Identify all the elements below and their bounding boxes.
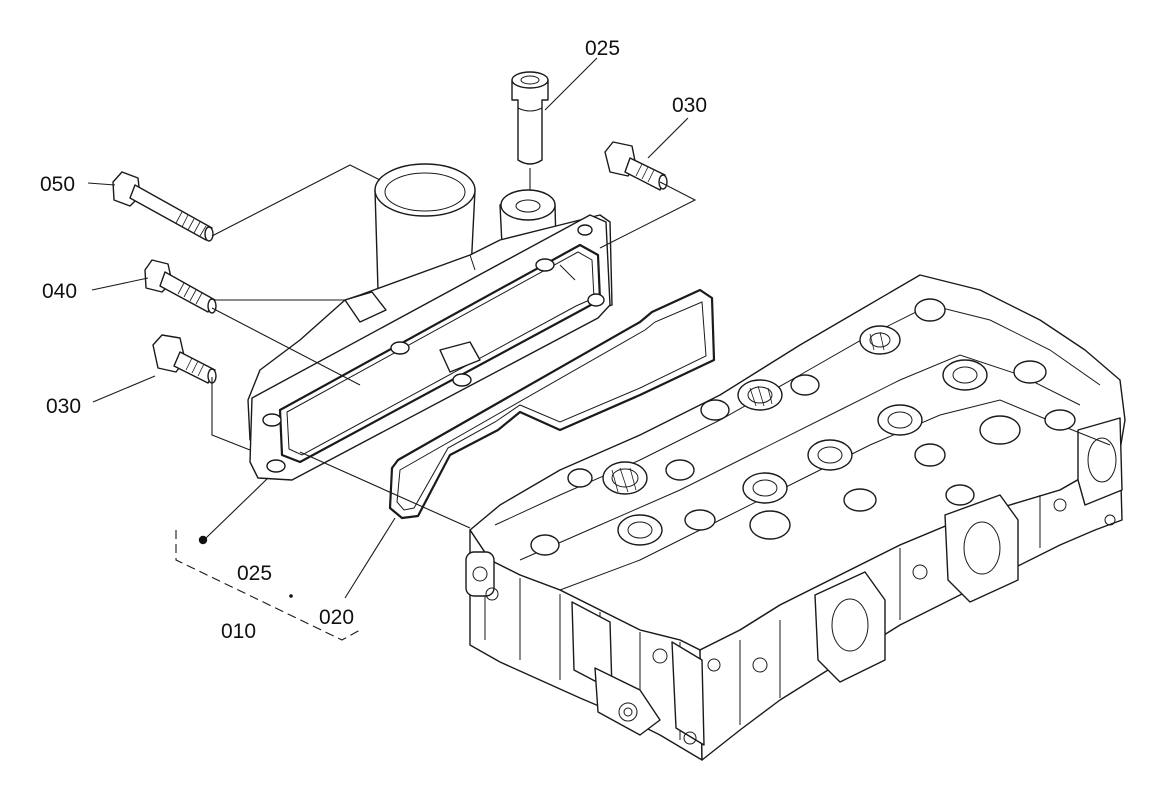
bolt-040 [144,259,217,314]
callout-050: 050 [40,173,76,196]
callout-030-right: 030 [672,94,708,117]
reference-dot-small [289,594,293,598]
cylinder-head [465,274,1126,761]
callout-030-left: 030 [46,395,82,418]
thermostat-housing-010 [247,163,613,481]
bolt-030-left [152,334,217,384]
reference-dot [198,535,208,545]
bolt-030-right [604,141,668,191]
gasket-020 [388,288,716,520]
pipe-025 [511,71,549,165]
callout-010: 010 [221,620,257,643]
bolt-050 [112,171,214,242]
leader-lines [87,57,697,641]
callout-020: 020 [319,606,355,629]
callout-025-bottom: 025 [237,562,273,585]
callout-025-top: 025 [585,37,621,60]
callout-040: 040 [42,280,78,303]
